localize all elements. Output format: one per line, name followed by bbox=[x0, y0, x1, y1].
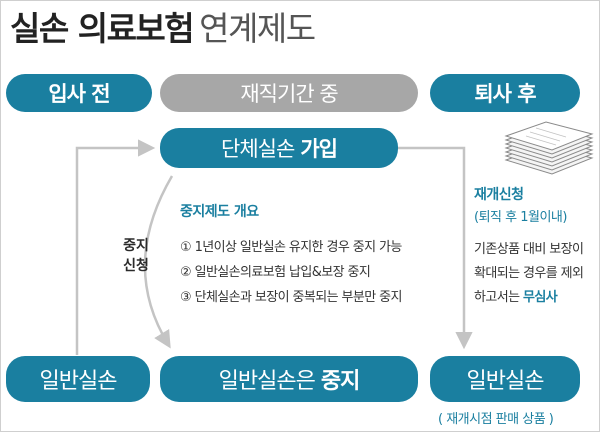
resume-product-note: ( 재개시점 판매 상품 ) bbox=[438, 412, 554, 427]
application-line-2: 확대되는 경우를 제외 bbox=[474, 266, 584, 281]
stage-before-joining: 입사 전 bbox=[6, 74, 152, 112]
application-line-1: 기존상품 대비 보장이 bbox=[474, 242, 584, 257]
arrow-group-to-resume bbox=[398, 146, 473, 350]
overview-title: 중지제도 개요 bbox=[180, 204, 259, 220]
application-line-3-text: 하고서는 bbox=[474, 290, 520, 305]
application-subtitle: (퇴직 후 1월이내) bbox=[474, 210, 567, 225]
suspended-bold: 중지 bbox=[320, 369, 360, 394]
overview-item-2: ② 일반실손의료보험 납입&보장 중지 bbox=[180, 265, 371, 280]
overview-item-3: ③ 단체실손과 보장이 중복되는 부분만 중지 bbox=[180, 290, 402, 305]
suspend-request-label: 중지 신청 bbox=[116, 236, 156, 276]
title-bold: 실손 의료보험 bbox=[10, 9, 195, 48]
stage-after-leaving: 퇴사 후 bbox=[430, 74, 580, 112]
suspend-request-line1: 중지 bbox=[123, 238, 149, 254]
group-join-prefix: 단체실손 bbox=[221, 137, 295, 161]
stage-during-employment: 재직기간 중 bbox=[160, 74, 418, 112]
no-screening-highlight: 무심사 bbox=[523, 290, 558, 305]
general-insurance-resumed: 일반실손 bbox=[430, 356, 580, 402]
arrow-group-to-suspend bbox=[143, 175, 174, 349]
application-line-3: 하고서는 무심사 bbox=[474, 286, 558, 305]
application-title: 재개신청 bbox=[474, 187, 524, 203]
overview-item-1: ① 1년이상 일반실손 유지한 경우 중지 가능 bbox=[180, 240, 402, 255]
arrow-general-to-group bbox=[75, 139, 156, 355]
suspended-prefix: 일반실손은 bbox=[218, 369, 316, 394]
group-join-bold: 가입 bbox=[300, 137, 338, 161]
document-stack-icon bbox=[504, 121, 594, 175]
title-light: 연계제도 bbox=[199, 9, 316, 48]
general-insurance-start: 일반실손 bbox=[6, 356, 150, 402]
suspend-request-line2: 신청 bbox=[123, 258, 149, 274]
